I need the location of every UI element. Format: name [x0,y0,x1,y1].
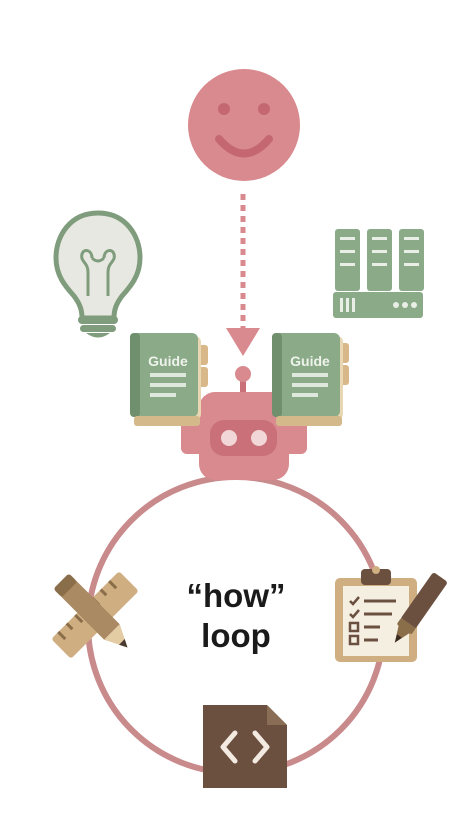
loop-label-line2: loop [201,617,271,654]
server-rack-icon [333,229,424,318]
guide-book-right-icon: Guide [272,333,349,426]
guide-book-left-icon: Guide [130,333,208,426]
lightbulb-icon [53,210,143,338]
loop-label-line1: “how” [186,577,286,614]
guide-book-left-title: Guide [148,353,188,369]
code-file-icon [203,705,287,788]
guide-book-right-title: Guide [290,353,330,369]
smiley-face-icon [188,69,300,181]
user-to-agent-arrow [226,194,260,356]
ruler-pencil-icon [52,572,138,658]
clipboard-checklist-icon [335,566,447,662]
